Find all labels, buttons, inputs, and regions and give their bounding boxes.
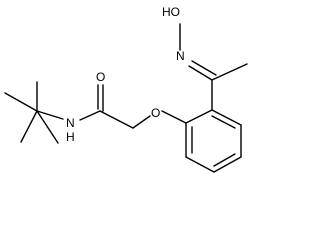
bond-ring-inner-bottom [213,153,236,167]
bond-carbonyl-methylene [99,110,134,129]
bond-ring-5 [185,156,215,173]
label-oxime-hydroxyl: HO [162,5,180,19]
bond-methylene-ether-oxygen [132,115,151,129]
label-carbonyl-oxygen: O [96,70,105,84]
bond-imine-double-2 [191,60,217,76]
bond-tbutyl-methyl-right [36,110,59,144]
bond-ring-2 [211,109,242,126]
label-oxime-nitrogen: N [176,49,185,63]
bond-ring-4 [213,156,242,173]
label-ether-oxygen: O [151,106,160,120]
bond-tbutyl-methyl-bottom [20,110,38,143]
bond-tbutyl-nitrogen [36,110,64,120]
label-amide-nitrogen: N [66,116,75,130]
bond-ring-inner-top [211,115,236,129]
bond-imine-double-1 [188,65,213,81]
label-amide-hydrogen: H [66,130,75,144]
bond-ether-oxygen-ring [161,110,187,124]
molecule-structure-diagram: HO N O O N H [4,5,248,173]
bond-nitrogen-carbonyl [79,110,101,121]
bond-ring-1 [185,109,213,124]
bonds [4,23,248,173]
bond-imine-carbon-methyl [211,63,248,81]
atom-labels: HO N O O N H [66,5,185,144]
bond-tbutyl-methyl-left [4,92,38,112]
